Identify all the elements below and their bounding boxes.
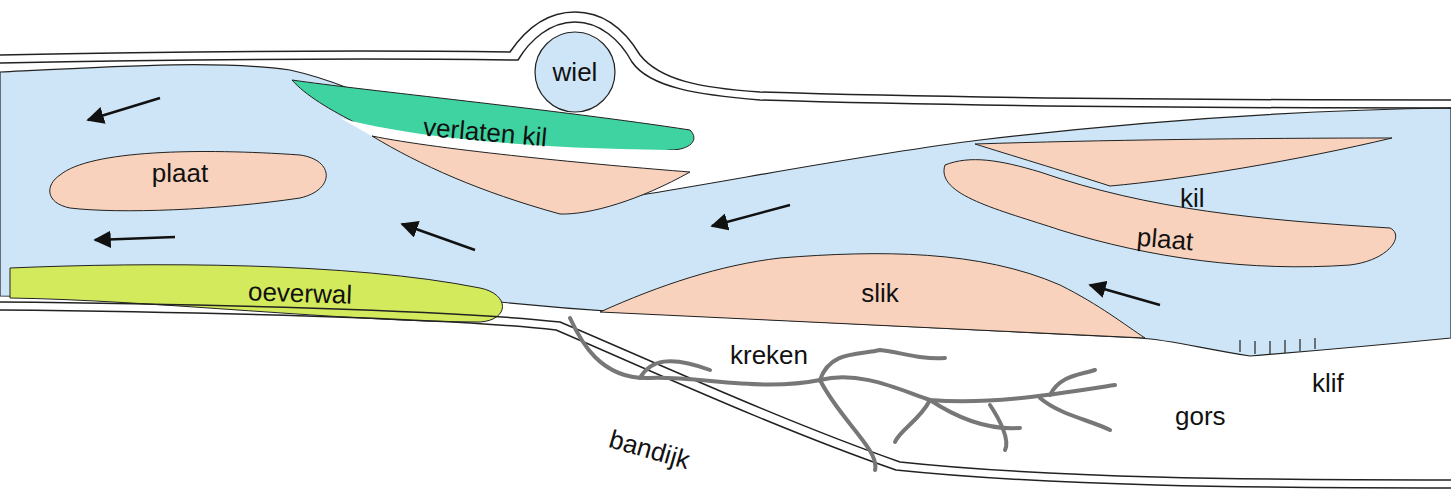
- region-name: plaat: [1136, 224, 1194, 255]
- mudflat: slik: [830, 276, 930, 310]
- salt-marsh-label: gors: [1175, 403, 1226, 429]
- sandbank: plaat: [110, 156, 250, 190]
- sandbank: plaat: [1100, 222, 1230, 257]
- cliff-label: klif: [1312, 370, 1344, 396]
- abandoned-channel: verlaten kil: [400, 112, 570, 153]
- levee-band: oeverwal: [200, 276, 400, 310]
- dike-label: bandijk: [606, 426, 692, 474]
- creeks-label: kreken: [730, 342, 808, 368]
- region-name: verlaten kil: [422, 114, 548, 151]
- region-name: plaat: [152, 160, 208, 186]
- channel-label: kil: [1180, 185, 1205, 211]
- region-name: oeverwal: [248, 278, 353, 308]
- pool-circle: wiel: [540, 50, 610, 94]
- region-name: wiel: [553, 59, 598, 85]
- region-name: slik: [861, 280, 899, 306]
